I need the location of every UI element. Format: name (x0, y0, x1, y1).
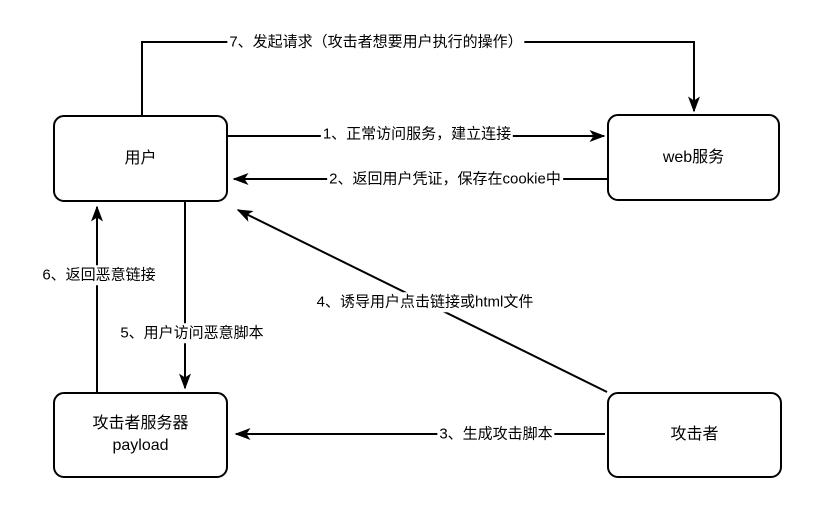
node-attacker: 攻击者 (607, 392, 782, 478)
edge-label-normal-access: 1、正常访问服务，建立连接 (320, 124, 514, 144)
edge-label-visit-malicious-script: 5、用户访问恶意脚本 (118, 323, 266, 343)
edge-label-initiate-request: 7、发起请求（攻击者想要用户执行的操作） (227, 32, 525, 52)
node-user: 用户 (53, 115, 228, 202)
node-attacker-server: 攻击者服务器 payload (53, 392, 228, 478)
edge-label-lure-user: 4、诱导用户点击链接或html文件 (314, 292, 536, 312)
edge-label-generate-script: 3、生成攻击脚本 (437, 424, 555, 444)
node-web-service: web服务 (607, 114, 780, 201)
edge-label-return-malicious-link: 6、返回恶意链接 (40, 265, 158, 285)
arrow-initiate-request (141, 41, 700, 115)
edge-label-return-credentials: 2、返回用户凭证，保存在cookie中 (327, 169, 563, 189)
